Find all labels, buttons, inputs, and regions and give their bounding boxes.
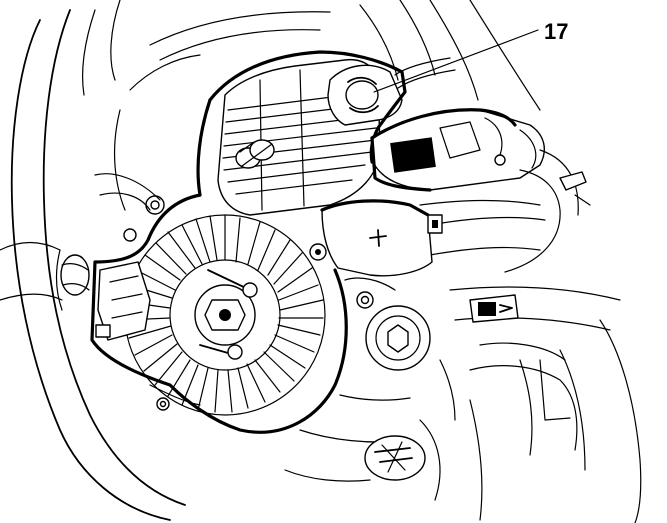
flywheel-cover-outline (90, 193, 348, 434)
callout-17-leader (373, 29, 539, 93)
oil-pump-cover (339, 277, 431, 401)
spark-plug-cap (327, 57, 456, 126)
flywheel-hub (194, 269, 258, 360)
front-handle (0, 0, 186, 521)
callout-17-label: 17 (544, 19, 568, 44)
air-filter-housing (370, 108, 546, 192)
rear-handle (439, 286, 642, 523)
mounting-bolts (156, 243, 374, 411)
cylinder-bolt (235, 139, 275, 169)
cover-plate (320, 199, 443, 277)
left-frame (55, 173, 165, 311)
callout-17: 17 (373, 19, 568, 93)
right-side-cover (419, 149, 591, 273)
ignition-module (95, 261, 151, 341)
cylinder-cover-outline (196, 50, 407, 197)
lower-housing (284, 419, 441, 501)
top-housing (113, 0, 541, 211)
